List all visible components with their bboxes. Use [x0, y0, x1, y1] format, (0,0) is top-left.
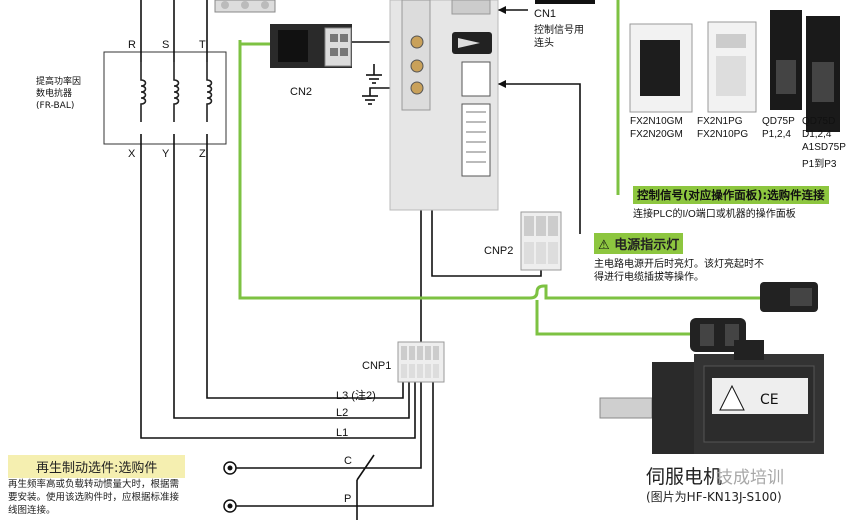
- phase-x-label: X: [128, 148, 136, 160]
- phase-s-label: S: [162, 39, 170, 51]
- l3-label: L3 (注2): [336, 390, 376, 402]
- cnp2-label: CNP2: [484, 245, 514, 257]
- l2-label: L2: [336, 407, 349, 419]
- plc-3-line2: P1,2,4: [762, 129, 791, 140]
- control-signal-desc: 连接PLC的I/O端口或机器的操作面板: [633, 209, 796, 220]
- power-indicator-title: 电源指示灯: [614, 238, 680, 253]
- reactor-name: 提高功率因 数电抗器 (FR-BAL): [36, 77, 82, 111]
- svg-text:CE: CE: [760, 392, 779, 408]
- cn2-connector: [270, 24, 352, 68]
- phase-z-label: Z: [199, 148, 206, 160]
- control-signal-title: 控制信号(对应操作面板):选购件连接: [633, 186, 829, 204]
- cn2-label: CN2: [290, 86, 313, 98]
- servo-amplifier: [389, 0, 499, 211]
- cn1-desc-1: 控制信号用: [534, 25, 584, 36]
- ground-wires: [238, 0, 760, 336]
- p-label: P: [344, 493, 352, 505]
- l1-label: L1: [336, 427, 349, 439]
- regen-desc-1: 再生频率高或负载转动惯量大时，根据需: [8, 479, 180, 490]
- watermark: 技成培训: [716, 468, 784, 488]
- cn1-desc-2: 连头: [534, 38, 554, 49]
- regen-desc: 再生频率高或负载转动惯量大时，根据需 要安装。使用该选购件时，应根据标准接 线图…: [8, 478, 179, 517]
- plc-3-line1: QD75P: [762, 116, 795, 127]
- encoder-cable-plug: [760, 282, 818, 312]
- plc-4-line3: A1SD75P: [802, 142, 846, 153]
- cn1-label: CN1: [534, 8, 557, 20]
- plc-modules: [629, 10, 840, 132]
- plc-4-line2: D1,2,4: [802, 129, 832, 140]
- power-indicator-desc-1: 主电路电源开后时亮灯。该灯亮起时不: [594, 259, 764, 270]
- plc-2-line1: FX2N1PG: [697, 116, 743, 127]
- plc-1-line1: FX2N10GM: [630, 116, 683, 127]
- c-label: C: [344, 455, 352, 467]
- servo-model: (图片为HF-KN13J-S100): [646, 490, 782, 504]
- cnp1-label: CNP1: [362, 360, 392, 372]
- regen-desc-3: 线图连接。: [8, 505, 56, 516]
- cnp1-connector: [397, 341, 445, 383]
- servo-motor: CE: [599, 340, 824, 454]
- regen-title: 再生制动选件:选购件: [8, 455, 186, 478]
- servo-caption: 伺服电机: [646, 466, 723, 488]
- top-terminal-block: [214, 0, 276, 13]
- power-indicator-desc-2: 得进行电缆插拔等操作。: [594, 272, 704, 283]
- plc-4-line4: P1到P3: [802, 159, 837, 170]
- phase-t-label: T: [199, 39, 206, 51]
- phase-r-label: R: [128, 39, 136, 51]
- cnp2-connector: [520, 211, 562, 271]
- power-indicator-title-box: ⚠ 电源指示灯: [594, 233, 684, 254]
- plc-1-line2: FX2N20GM: [630, 129, 683, 140]
- reactor-box: [103, 51, 227, 145]
- cn1-plug: [535, 0, 595, 4]
- phase-y-label: Y: [162, 148, 170, 160]
- reactor-coils: [140, 62, 213, 122]
- plc-2-line2: FX2N10PG: [697, 129, 749, 140]
- warning-icon: ⚠: [598, 238, 610, 253]
- regen-desc-2: 要安装。使用该选购件时，应根据标准接: [8, 492, 180, 503]
- plc-4-line1: QD75D: [802, 116, 836, 127]
